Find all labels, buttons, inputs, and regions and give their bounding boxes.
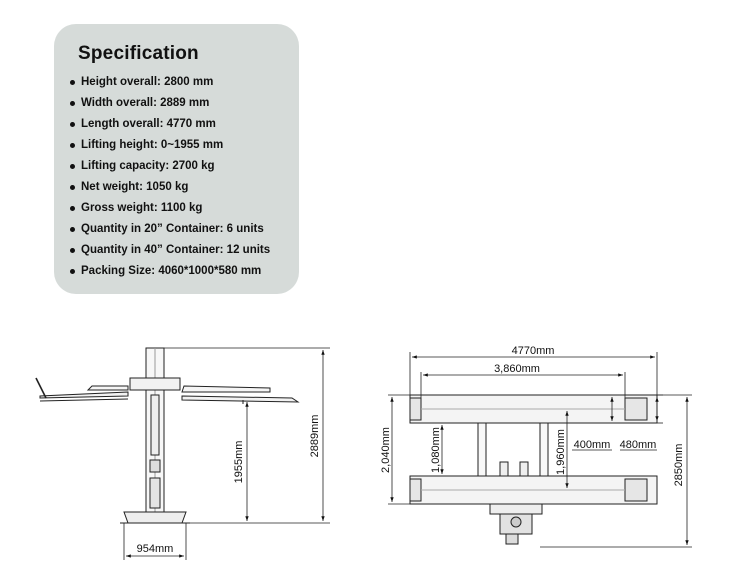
side-view-drawing <box>35 347 300 524</box>
bullet-icon <box>70 80 75 85</box>
spec-item-container-20: Quantity in 20” Container: 6 units <box>70 219 270 240</box>
specification-panel: Specification Height overall: 2800 mm Wi… <box>54 24 299 294</box>
specification-list: Height overall: 2800 mm Width overall: 2… <box>70 72 270 282</box>
overall-label: 2850mm <box>673 444 685 487</box>
column-slot <box>150 394 160 456</box>
bullet-icon <box>70 227 75 232</box>
base-width-label: 954mm <box>137 543 174 555</box>
spec-item-container-40: Quantity in 40” Container: 12 units <box>70 240 270 261</box>
spec-item-length: Length overall: 4770 mm <box>70 114 270 135</box>
lift-height-label: 1955mm <box>233 441 245 484</box>
right-platform <box>181 395 300 403</box>
inner-width-label: 1,080mm <box>430 427 442 473</box>
center-label: 1,960mm <box>555 429 567 475</box>
top-view-drawing <box>409 394 658 545</box>
spec-item-net-weight: Net weight: 1050 kg <box>70 177 270 198</box>
bullet-icon <box>70 164 75 169</box>
carriage <box>129 377 181 391</box>
bullet-icon <box>70 206 75 211</box>
spec-item-gross-weight: Gross weight: 1100 kg <box>70 198 270 219</box>
bullet-icon <box>70 185 75 190</box>
spec-item-packing-size: Packing Size: 4060*1000*580 mm <box>70 261 270 282</box>
bullet-icon <box>70 143 75 148</box>
spec-item-height: Height overall: 2800 mm <box>70 72 270 93</box>
top-view-base <box>489 503 543 515</box>
specification-title: Specification <box>78 43 199 64</box>
inner-length-label: 3,860mm <box>494 363 540 375</box>
spec-item-lifting-capacity: Lifting capacity: 2700 kg <box>70 156 270 177</box>
bullet-icon <box>70 122 75 127</box>
left-platform <box>39 391 129 399</box>
height-label: 2889mm <box>309 415 321 458</box>
spec-item-width: Width overall: 2889 mm <box>70 93 270 114</box>
cross-member-left <box>477 422 487 477</box>
bullet-icon <box>70 269 75 274</box>
bullet-icon <box>70 101 75 106</box>
base-plate <box>123 511 187 524</box>
cross-member-right <box>539 422 549 477</box>
runway-label: 400mm <box>574 439 611 451</box>
side-view-dimensions <box>123 347 330 560</box>
outer-runway-label: 480mm <box>620 439 657 451</box>
top-view-dimensions <box>388 352 692 548</box>
bullet-icon <box>70 248 75 253</box>
spec-item-lifting-height: Lifting height: 0~1955 mm <box>70 135 270 156</box>
width-label: 2,040mm <box>380 427 392 473</box>
length-label: 4770mm <box>512 345 555 357</box>
